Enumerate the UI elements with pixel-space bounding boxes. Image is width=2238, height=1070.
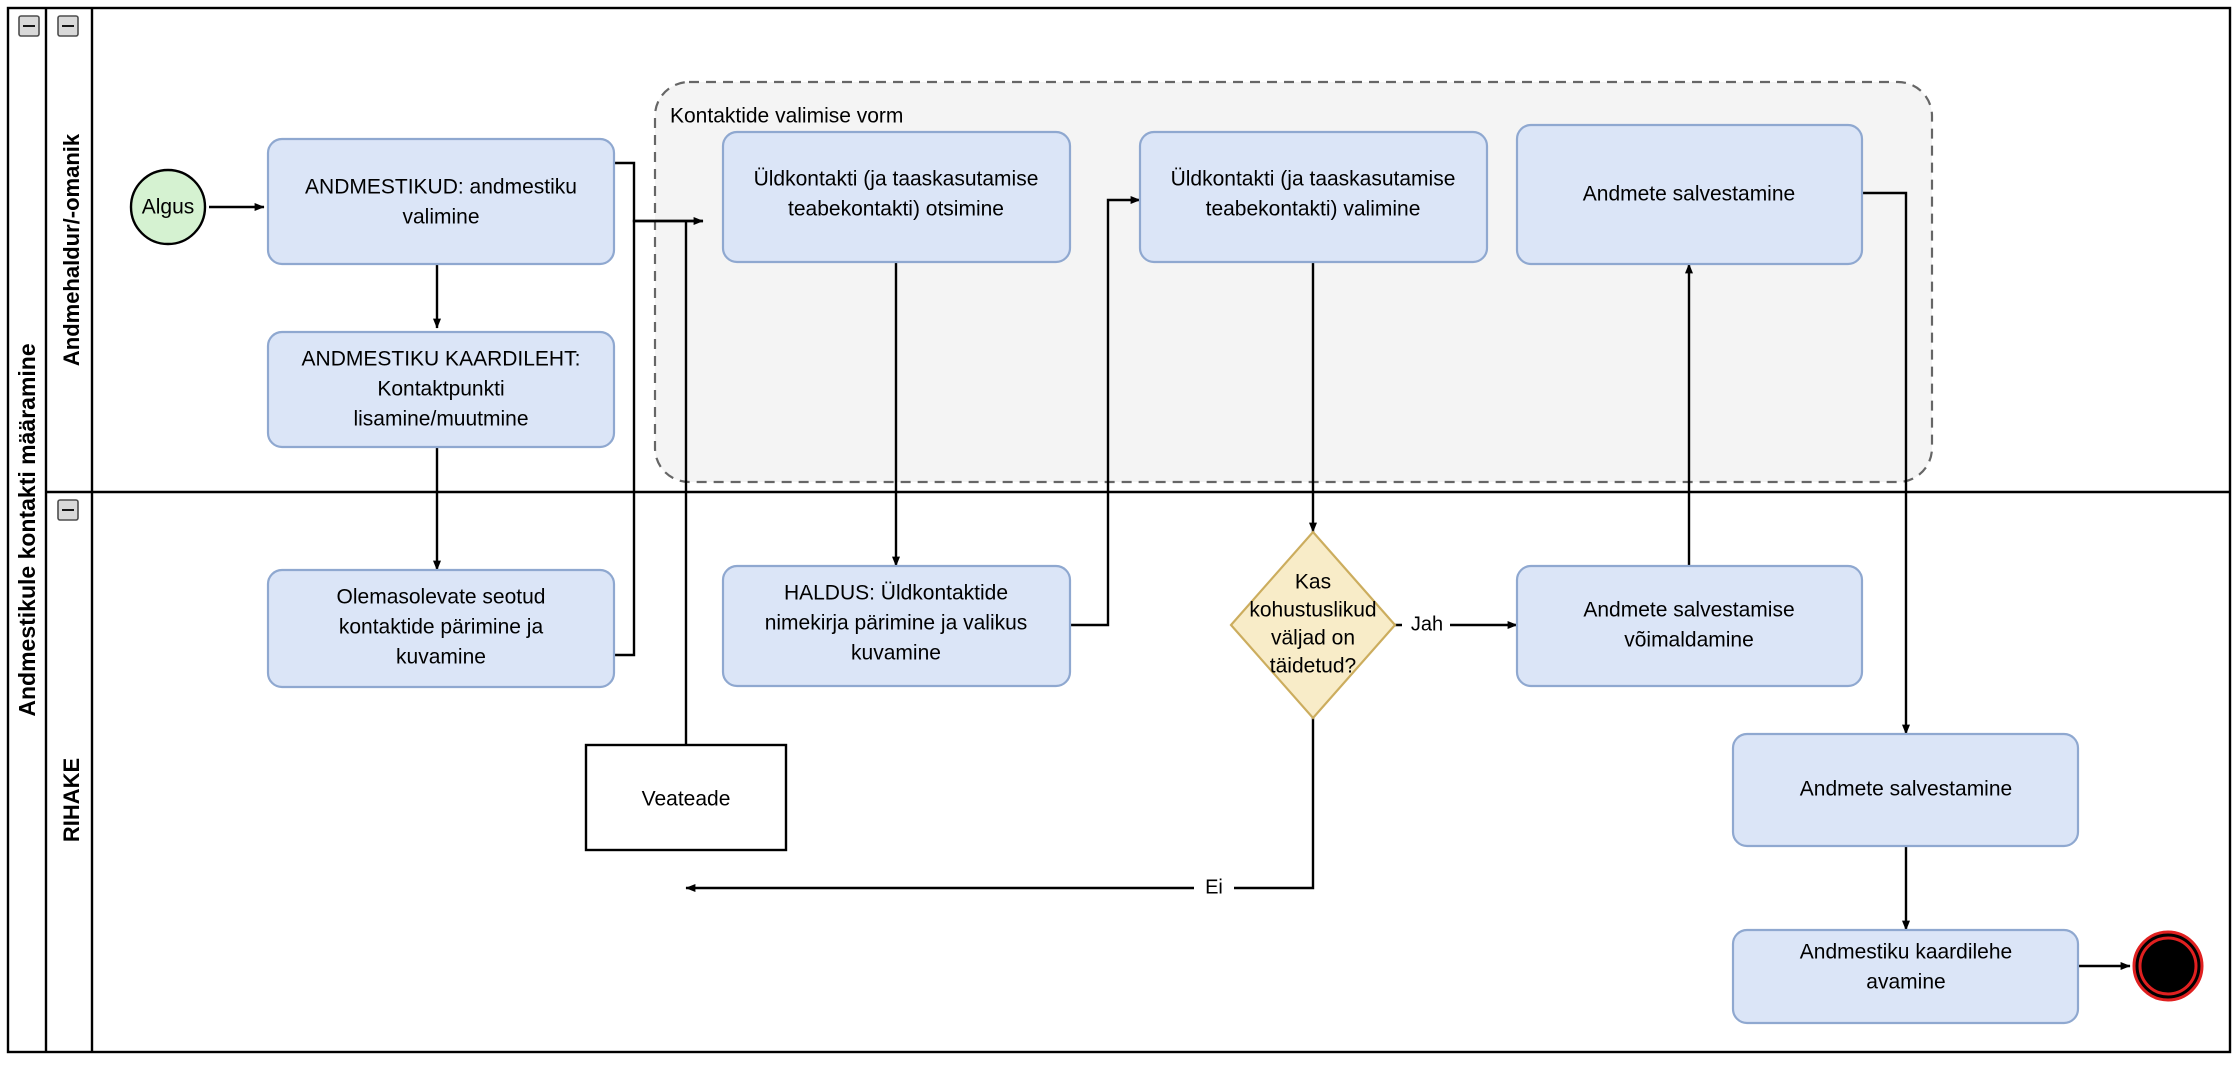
- task-n11-line-1: Andmete salvestamine: [1800, 778, 2012, 801]
- task-n1-line-2: valimine: [402, 206, 479, 229]
- task-n2-line-1: ANDMESTIKU KAARDILEHT:: [302, 348, 581, 371]
- task-n6-line-3: kuvamine: [396, 646, 486, 669]
- data-object-veateade[interactable]: Veateade: [584, 743, 788, 852]
- lane-collapse-button-rihake[interactable]: [57, 499, 79, 521]
- start-event-label: Algus: [142, 196, 195, 219]
- task-n7-line-3: kuvamine: [851, 642, 941, 665]
- flow-gateway-no-to-n10: [685, 718, 1315, 892]
- task-n1-line-1: ANDMESTIKUD: andmestiku: [305, 176, 577, 199]
- task-n4-line-1: Üldkontakti (ja taaskasutamise: [1171, 168, 1456, 191]
- task-n7-line-1: HALDUS: Üldkontaktide: [784, 582, 1008, 605]
- task-n2-line-3: lisamine/muutmine: [353, 408, 528, 431]
- task-n2-line-2: Kontaktpunkti: [377, 378, 504, 401]
- task-n4-line-2: teabekontakti) valimine: [1206, 198, 1421, 221]
- task-n9-line-1: Andmete salvestamise: [1583, 599, 1794, 622]
- task-n3-line-1: Üldkontakti (ja taaskasutamise: [754, 168, 1039, 191]
- lane-collapse-button-andmehaldur[interactable]: [57, 15, 79, 37]
- lane-label-andmehaldur: Andmehaldur/-omanik: [59, 133, 84, 366]
- edge-label-jah: Jah: [1411, 613, 1443, 635]
- gateway-line-3: väljad on: [1271, 627, 1355, 650]
- task-uldkontakti-otsimine[interactable]: Üldkontakti (ja taaskasutamise teabekont…: [721, 130, 1072, 264]
- pool-label: Andmestikule kontakti määramine: [14, 343, 40, 716]
- task-n12-line-1: Andmestiku kaardilehe: [1800, 941, 2012, 964]
- gateway-line-4: täidetud?: [1270, 655, 1356, 678]
- task-n6-line-1: Olemasolevate seotud: [337, 586, 546, 609]
- task-andmestiku-kaardileht[interactable]: ANDMESTIKU KAARDILEHT: Kontaktpunkti lis…: [266, 330, 616, 449]
- edge-no-label-bg: [1194, 875, 1234, 901]
- task-n7-line-2: nimekirja pärimine ja valikus: [765, 612, 1028, 635]
- task-andmete-salvestamine-bottom[interactable]: Andmete salvestamine: [1731, 732, 2080, 848]
- pool-collapse-button[interactable]: [18, 15, 40, 37]
- gateway-line-2: kohustuslikud: [1249, 599, 1376, 622]
- task-andmete-salvestamine-top[interactable]: Andmete salvestamine: [1515, 123, 1864, 266]
- task-n12-line-2: avamine: [1866, 971, 1945, 994]
- task-n6-line-2: kontaktide pärimine ja: [339, 616, 544, 639]
- task-andmete-salvestamise-voimaldamine[interactable]: Andmete salvestamise võimaldamine: [1515, 564, 1864, 688]
- flow-n7-to-n4: [1069, 196, 1141, 627]
- gateway-line-1: Kas: [1295, 571, 1331, 594]
- task-uldkontakti-valimine[interactable]: Üldkontakti (ja taaskasutamise teabekont…: [1138, 130, 1489, 264]
- flow-n5-to-n11: [1862, 191, 1910, 735]
- group-label: Kontaktide valimise vorm: [670, 105, 903, 128]
- task-n9-line-2: võimaldamine: [1624, 629, 1754, 652]
- task-andmestiku-kaardilehe-avamine[interactable]: Andmestiku kaardilehe avamine: [1731, 928, 2080, 1025]
- lane-label-rihake: RIHAKE: [59, 758, 84, 842]
- edge-label-ei: Ei: [1205, 876, 1223, 898]
- task-olemasolevate-kontaktide-parimine[interactable]: Olemasolevate seotud kontaktide pärimine…: [266, 568, 616, 689]
- task-andmestikud-valimine[interactable]: ANDMESTIKUD: andmestiku valimine: [266, 137, 616, 266]
- task-n5-line-1: Andmete salvestamine: [1583, 183, 1795, 206]
- edge-yes-label-bg: [1402, 612, 1450, 638]
- task-n3-line-2: teabekontakti) otsimine: [788, 198, 1004, 221]
- gateway-kohustuslikud-valjad[interactable]: Kas kohustuslikud väljad on täidetud?: [1229, 530, 1397, 720]
- start-event-algus[interactable]: Algus: [129, 168, 207, 246]
- flow-n6-to-n3: [614, 219, 703, 657]
- task-haldus-uldkontaktide-nimekiri[interactable]: HALDUS: Üldkontaktide nimekirja pärimine…: [721, 564, 1072, 688]
- veateade-label: Veateade: [642, 788, 731, 811]
- pool-frame: [6, 6, 2232, 1054]
- end-event[interactable]: [2132, 930, 2204, 1002]
